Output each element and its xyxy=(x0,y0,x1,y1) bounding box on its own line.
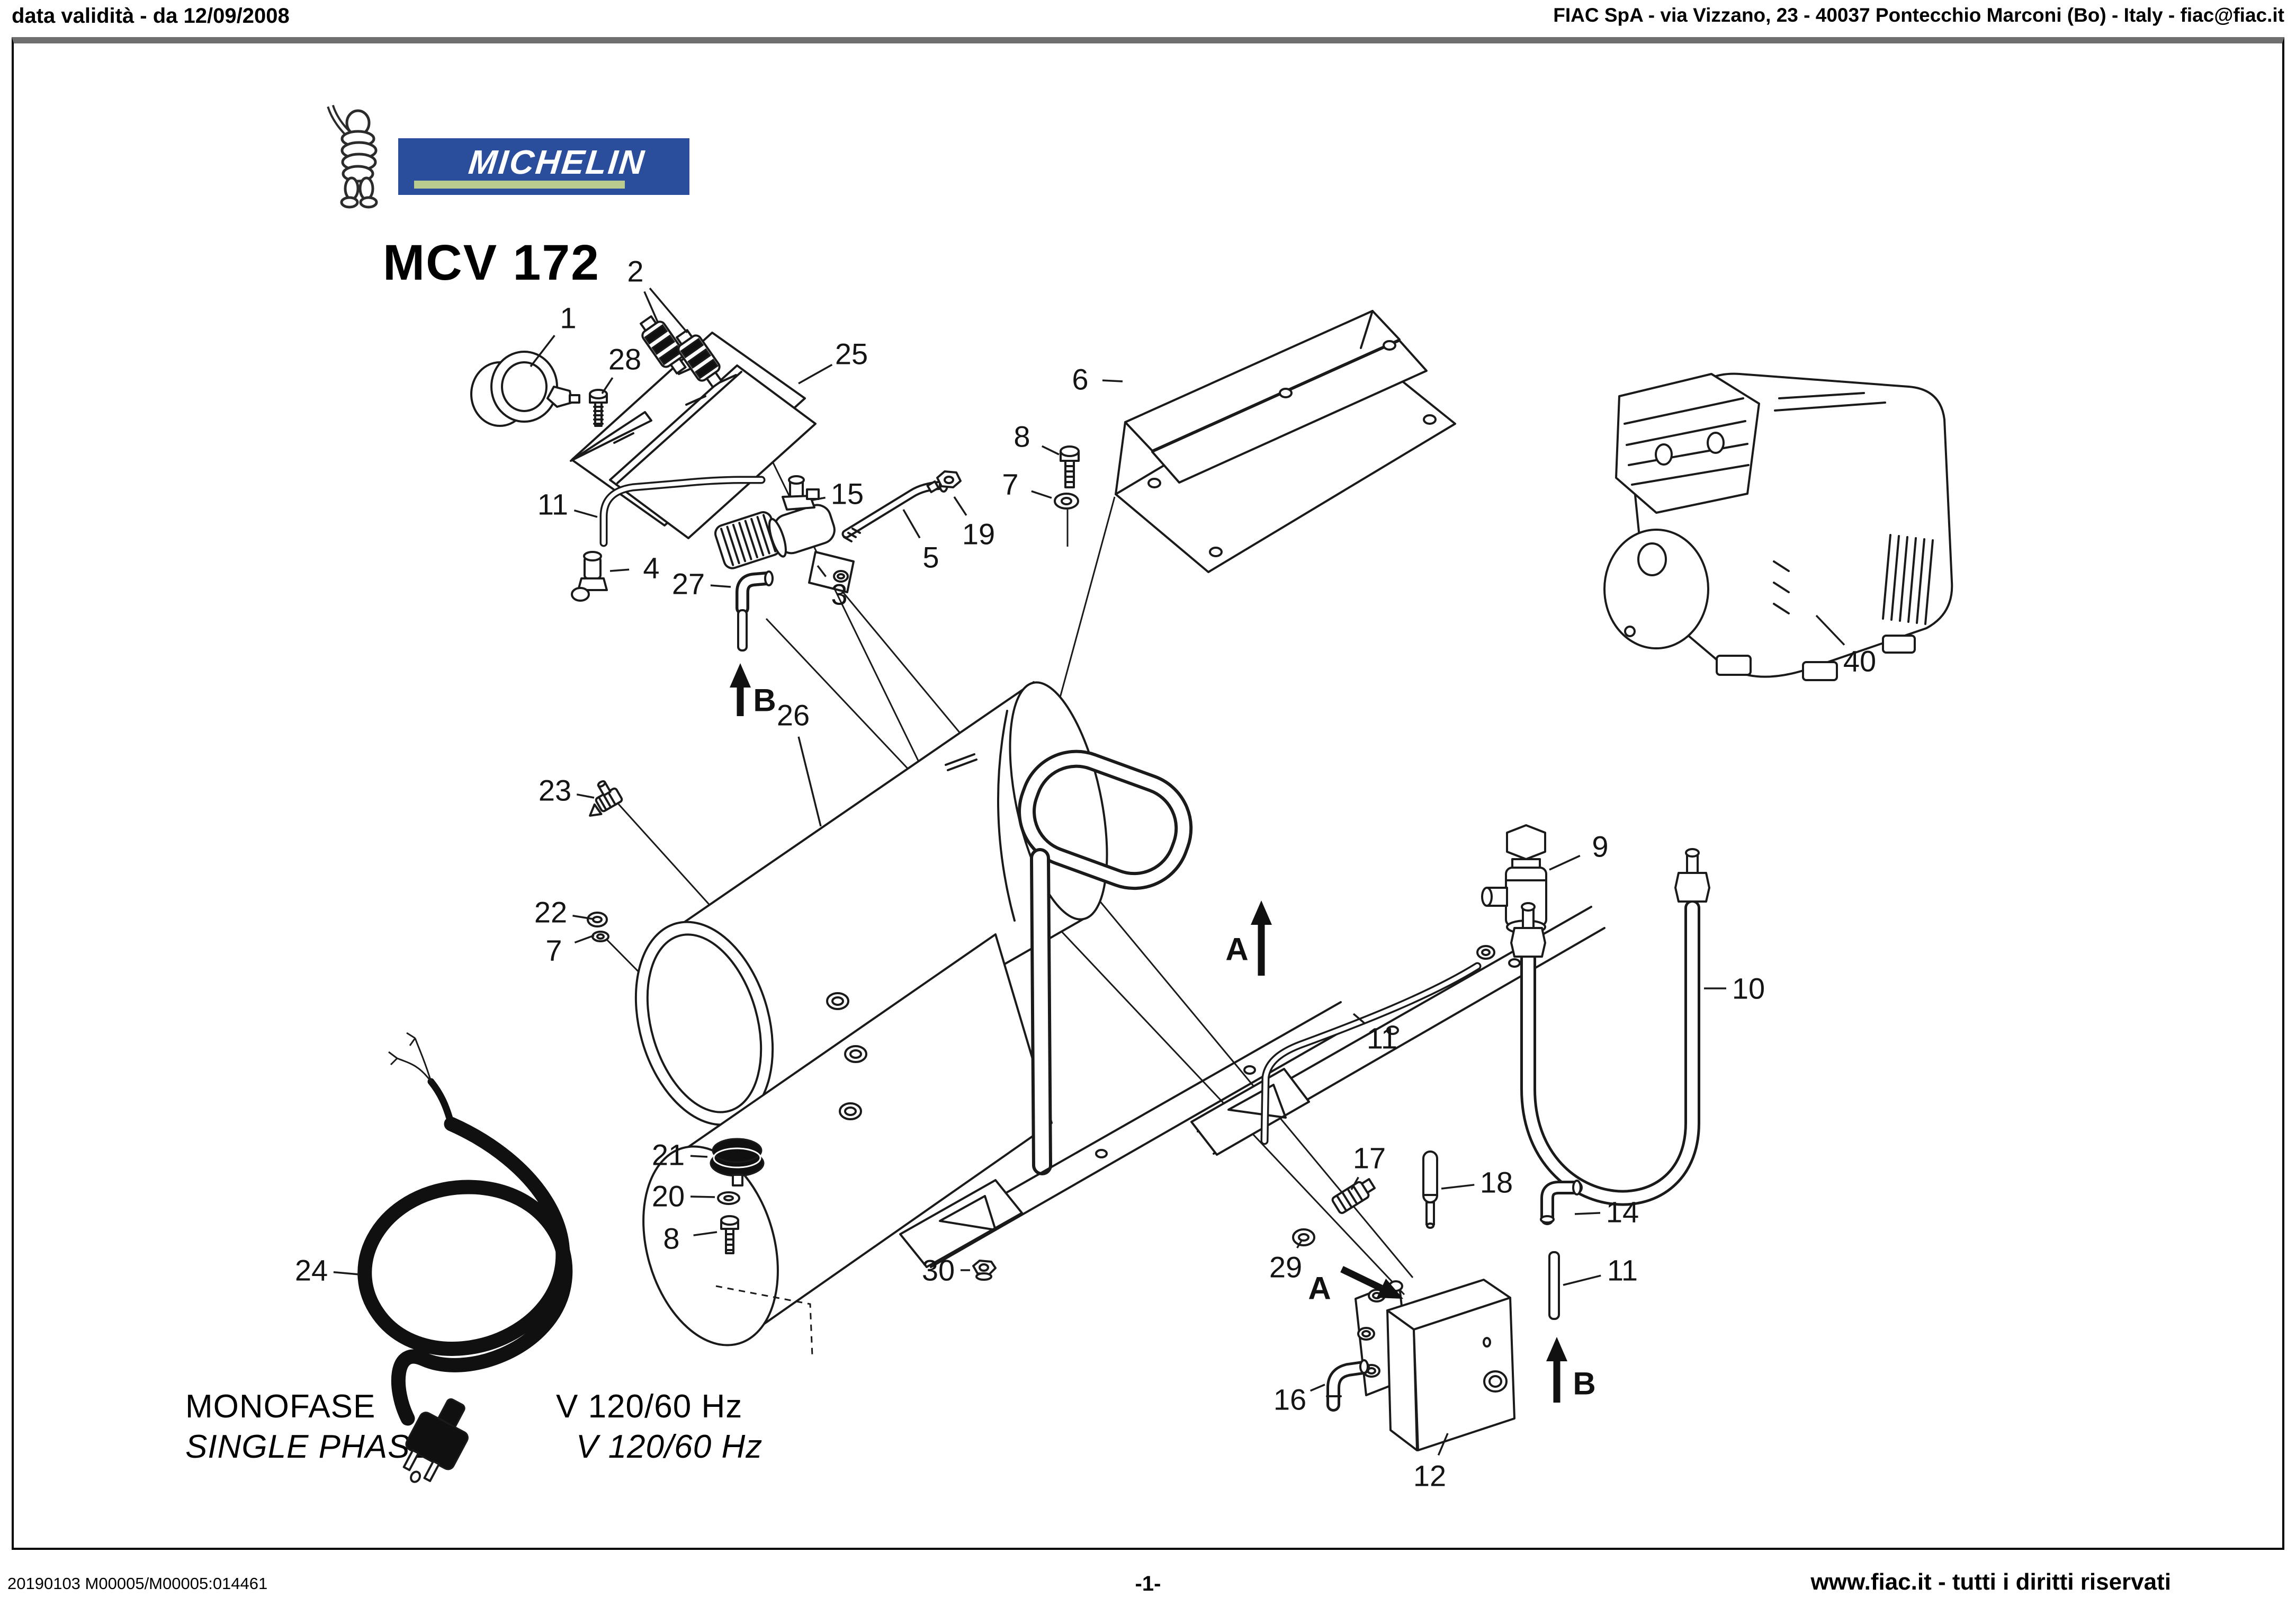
part-callout-23-15: 23 xyxy=(539,774,571,807)
part-callout-11-31: 11 xyxy=(1607,1254,1638,1287)
pressure-gauge-drawing xyxy=(470,351,580,427)
part-callout-16-32: 16 xyxy=(1273,1383,1306,1416)
spec-phase-it: MONOFASE xyxy=(185,1388,376,1425)
rubber-foot-drawing xyxy=(710,1138,765,1186)
validity-date-text: data validità - da 12/09/2008 xyxy=(12,4,290,28)
foot-bolt-drawing xyxy=(720,1215,739,1254)
part-callout-8-25: 8 xyxy=(663,1222,679,1255)
part-callout-28-2: 28 xyxy=(608,343,641,376)
part-callout-20-24: 20 xyxy=(652,1180,685,1213)
michelin-man-icon xyxy=(327,104,378,209)
part-callout-21-23: 21 xyxy=(652,1138,685,1172)
part-callout-9-18: 9 xyxy=(1592,830,1608,863)
fitting-17-drawing xyxy=(1331,1178,1376,1214)
bracket-bolt-drawing xyxy=(1060,445,1080,488)
motor-pump-drawing xyxy=(1603,372,1953,681)
part-callout-40-21: 40 xyxy=(1843,645,1876,678)
foot-washer-drawing xyxy=(717,1191,740,1205)
part-callout-30-26: 30 xyxy=(922,1254,955,1287)
part-callout-10-19: 10 xyxy=(1732,972,1765,1005)
tube-11-bottom-drawing xyxy=(1548,1251,1560,1320)
spec-voltage-en: V 120/60 Hz xyxy=(576,1429,763,1465)
part-callout-22-16: 22 xyxy=(534,896,567,929)
direction-label-A-2: A xyxy=(1308,1271,1331,1306)
part-callout-7-17: 7 xyxy=(545,934,562,967)
direction-label-B-3: B xyxy=(1573,1366,1595,1402)
u-pipe-drawing xyxy=(1510,848,1710,1206)
safety-valve-drawing xyxy=(589,780,623,817)
spec-phase-en: SINGLE PHASE xyxy=(185,1429,433,1465)
nut-22-drawing xyxy=(587,912,608,927)
part-callout-24-22: 24 xyxy=(295,1254,328,1287)
model-title: MCV 172 xyxy=(383,235,600,291)
screw-drawing xyxy=(589,389,608,427)
nut-29-drawing xyxy=(1292,1228,1315,1246)
washer-7-drawing xyxy=(591,931,609,942)
tank-assembly-drawing xyxy=(634,681,1606,1357)
page-number-text: -1- xyxy=(1135,1572,1161,1595)
michelin-underline-bar xyxy=(414,181,625,189)
elbow-16-drawing xyxy=(1326,1359,1370,1412)
bracket-washer-drawing xyxy=(1054,493,1079,510)
part-callout-11-13: 11 xyxy=(537,488,568,521)
part-callout-17-27: 17 xyxy=(1353,1141,1386,1175)
part-callout-29-29: 29 xyxy=(1269,1251,1302,1284)
part-callout-27-11: 27 xyxy=(672,567,705,601)
part-callout-26-14: 26 xyxy=(777,699,810,732)
part-callout-5-8: 5 xyxy=(922,541,939,574)
company-address-text: FIAC SpA - via Vizzano, 23 - 40037 Ponte… xyxy=(1553,4,2284,26)
document-code-text: 20190103 M00005/M00005:014461 xyxy=(7,1574,268,1593)
tube-top-drawing xyxy=(599,476,766,547)
steel-tube-drawing xyxy=(1260,962,1482,1145)
part-callout-7-6: 7 xyxy=(1002,468,1018,501)
check-valve-drawing xyxy=(1476,824,1547,960)
regulator-drawing xyxy=(714,475,855,593)
spec-voltage-it: V 120/60 Hz xyxy=(556,1388,743,1425)
direction-label-A-1: A xyxy=(1225,932,1248,967)
part-callout-2-1: 2 xyxy=(627,255,643,288)
plug-drawing xyxy=(926,470,962,494)
part-callout-12-33: 12 xyxy=(1413,1459,1446,1493)
elbow-27-drawing xyxy=(736,570,774,652)
part-callout-25-3: 25 xyxy=(835,337,868,371)
copyright-text: www.fiac.it - tutti i diritti riservati xyxy=(1810,1569,2171,1595)
direction-label-B-0: B xyxy=(753,683,776,718)
drain-fitting-drawing xyxy=(571,551,608,602)
part-callout-3-10: 3 xyxy=(831,578,847,611)
bracket-drawing xyxy=(1115,310,1456,573)
power-cable-drawing xyxy=(357,1032,573,1483)
part-callout-4-12: 4 xyxy=(643,551,659,585)
power-plug-drawing xyxy=(402,1398,469,1483)
page-border-frame xyxy=(12,37,2284,1550)
part-callout-19-7: 19 xyxy=(962,518,995,551)
part-callout-8-5: 8 xyxy=(1014,420,1030,453)
elbow-14-drawing xyxy=(1540,1180,1583,1225)
quick-coupler-drawing xyxy=(640,315,723,388)
pin-18-drawing xyxy=(1422,1150,1438,1229)
part-callout-14-30: 14 xyxy=(1606,1195,1639,1229)
nut-30-drawing xyxy=(972,1260,997,1281)
control-panel-drawing xyxy=(570,332,817,539)
part-callout-11-20: 11 xyxy=(1367,1022,1397,1055)
part-callout-15-9: 15 xyxy=(831,477,864,511)
michelin-logo: MICHELIN xyxy=(398,138,689,195)
part-callout-1-0: 1 xyxy=(560,301,576,335)
pressure-switch-drawing xyxy=(1355,1279,1515,1451)
part-callout-6-4: 6 xyxy=(1072,363,1088,396)
part-callout-18-28: 18 xyxy=(1480,1166,1513,1199)
